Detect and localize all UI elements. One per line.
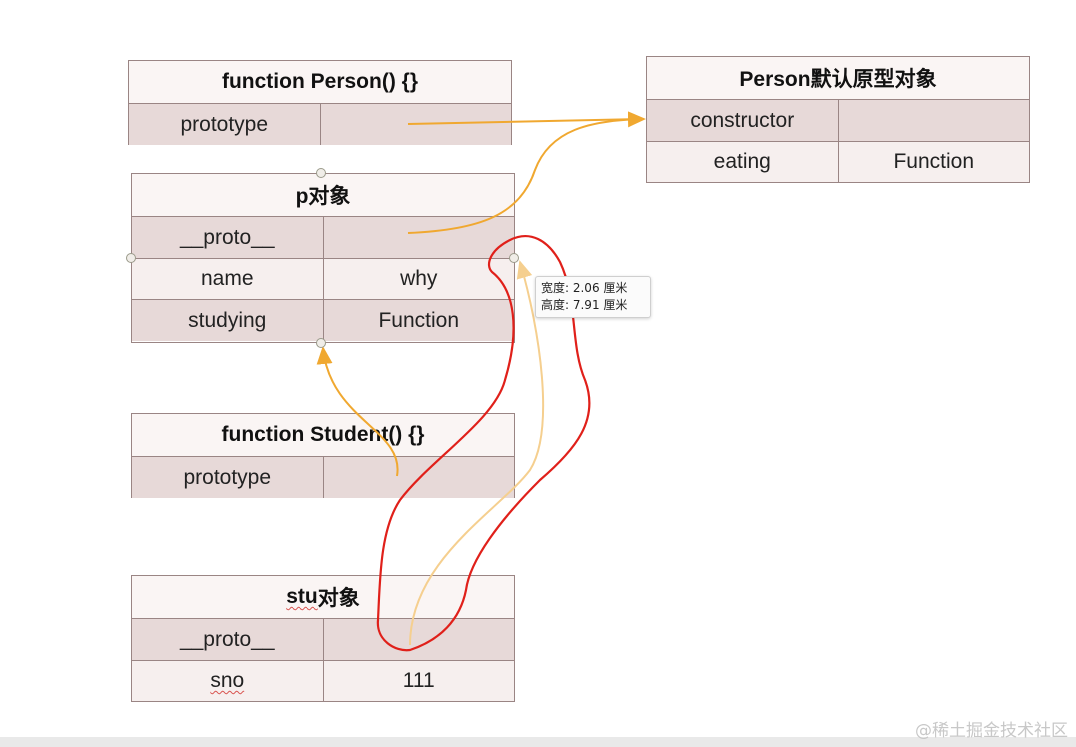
studying-label: studying: [188, 308, 267, 332]
student-function-title: function Student() {}: [132, 414, 514, 456]
name-label: name: [200, 267, 254, 290]
sno-value: 111: [322, 661, 515, 701]
prototype-value: [319, 104, 512, 145]
size-tooltip: 宽度: 2.06 厘米 高度: 7.91 厘米: [535, 276, 651, 318]
student-function-table: function Student() {} prototype: [131, 413, 515, 498]
tooltip-width: 宽度: 2.06 厘米: [541, 281, 628, 295]
person-function-title: function Person() {}: [129, 61, 511, 103]
person-function-table: function Person() {} prototype: [128, 60, 512, 145]
selection-handle-right[interactable]: [509, 253, 519, 263]
constructor-value: [837, 100, 1030, 141]
name-value: why: [322, 259, 515, 299]
selection-handle-left[interactable]: [126, 253, 136, 263]
bottom-bar: [0, 737, 1076, 747]
eating-value: Function: [837, 142, 1030, 182]
student-prototype-value: [322, 457, 515, 498]
person-prototype-title: Person默认原型对象: [647, 57, 1029, 99]
person-prototype-table: Person默认原型对象 constructor eating Function: [646, 56, 1030, 183]
proto-value: [322, 217, 515, 258]
constructor-label: constructor: [690, 108, 795, 132]
stu-proto-value: [322, 619, 515, 660]
stu-title-prefix: stu: [286, 585, 318, 608]
studying-value: Function: [322, 300, 515, 341]
sno-label-text: sno: [210, 669, 245, 692]
tooltip-height: 高度: 7.91 厘米: [541, 298, 628, 312]
sno-label: sno: [132, 661, 323, 701]
watermark: @稀土掘金技术社区: [915, 721, 1068, 741]
proto-label: __proto__: [179, 225, 275, 249]
stu-proto-label: __proto__: [179, 627, 275, 651]
p-object-title: p对象: [132, 174, 514, 216]
eating-label: eating: [713, 150, 771, 173]
stu-title-suffix: 对象: [317, 587, 360, 610]
selection-handle-bottom[interactable]: [316, 338, 326, 348]
p-object-table[interactable]: p对象 __proto__ name why studying Function: [131, 173, 515, 343]
prototype-label: prototype: [180, 112, 269, 136]
student-prototype-label: prototype: [183, 465, 272, 489]
selection-handle-top[interactable]: [316, 168, 326, 178]
